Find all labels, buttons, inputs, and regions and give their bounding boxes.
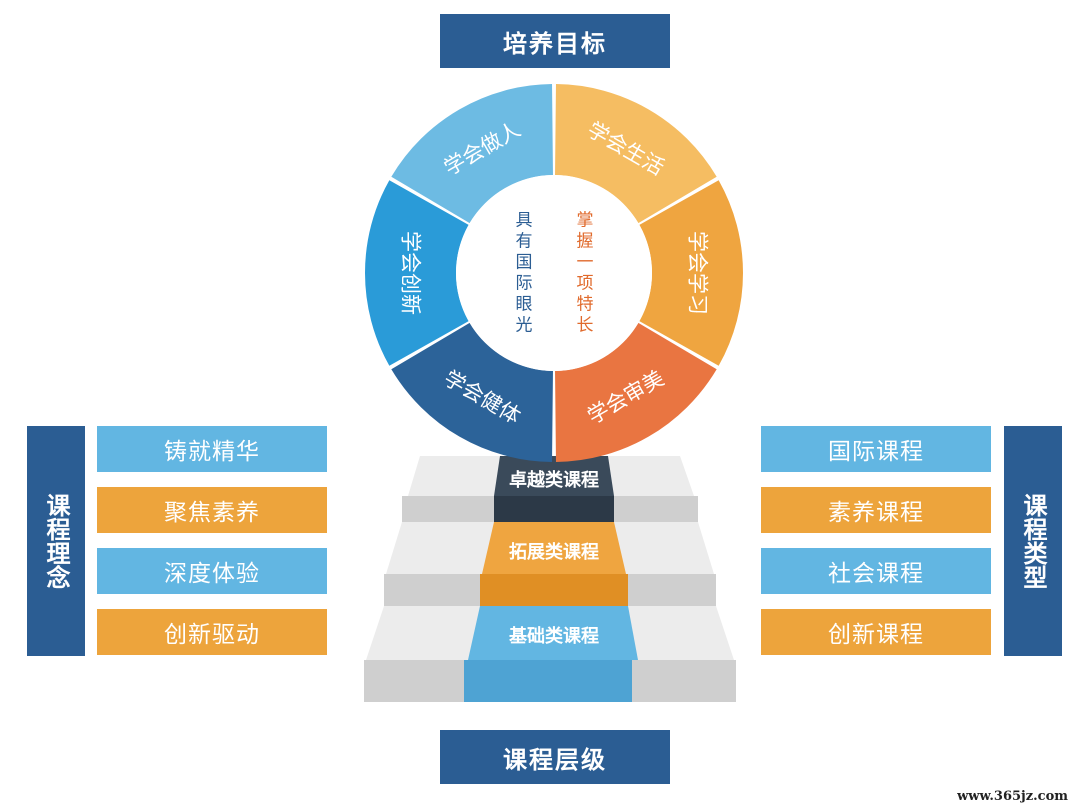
right-side-label: 课程类型 bbox=[1004, 426, 1062, 656]
stairs: 卓越类课程 拓展类课程 基础类课程 bbox=[364, 456, 736, 702]
center-char: 具 bbox=[516, 211, 533, 231]
wheel-segment bbox=[365, 180, 469, 366]
center-char: 一 bbox=[577, 253, 594, 273]
wheel-segment-label: 学会创新 bbox=[399, 231, 423, 315]
right-item-4: 创新课程 bbox=[761, 609, 991, 655]
wheel-segment bbox=[391, 84, 553, 224]
right-item-1: 国际课程 bbox=[761, 426, 991, 472]
stair-label-bottom: 基础类课程 bbox=[508, 625, 599, 647]
left-item-4: 创新驱动 bbox=[97, 609, 327, 655]
goal-wheel: 学会做人学会生活学会学习学会审美学会健体学会创新 bbox=[365, 84, 743, 462]
center-char: 项 bbox=[577, 274, 594, 294]
bottom-block-face bbox=[464, 660, 632, 702]
center-char: 眼 bbox=[516, 295, 533, 315]
bottom-title: 课程层级 bbox=[440, 730, 670, 784]
stair-label-top: 卓越类课程 bbox=[509, 469, 599, 491]
middle-block-surface bbox=[482, 522, 626, 574]
right-item-3: 社会课程 bbox=[761, 548, 991, 594]
top-block-surface bbox=[494, 456, 614, 496]
left-side-label: 课程理念 bbox=[27, 426, 85, 656]
center-char: 掌 bbox=[577, 211, 594, 231]
bottom-block-surface bbox=[468, 606, 638, 660]
top-title: 培养目标 bbox=[440, 14, 670, 68]
center-char: 有 bbox=[516, 232, 533, 252]
wheel-segment bbox=[555, 322, 717, 462]
wheel-center bbox=[456, 175, 652, 371]
wheel-segment-label: 学会学习 bbox=[686, 231, 710, 315]
center-char: 光 bbox=[516, 316, 533, 336]
wheel-segment bbox=[555, 84, 717, 224]
center-char: 国 bbox=[516, 253, 533, 273]
wheel-segment bbox=[639, 180, 743, 366]
top-block-face bbox=[494, 496, 614, 522]
watermark: www.365jz.com bbox=[957, 789, 1068, 804]
center-char: 际 bbox=[516, 274, 533, 294]
left-item-1: 铸就精华 bbox=[97, 426, 327, 472]
middle-block-face bbox=[480, 574, 628, 606]
stair-label-middle: 拓展类课程 bbox=[509, 541, 599, 563]
center-char: 长 bbox=[577, 316, 594, 336]
wheel-segment bbox=[391, 322, 553, 462]
center-char: 握 bbox=[577, 232, 594, 252]
center-char: 特 bbox=[577, 295, 594, 315]
right-item-2: 素养课程 bbox=[761, 487, 991, 533]
left-item-3: 深度体验 bbox=[97, 548, 327, 594]
left-item-2: 聚焦素养 bbox=[97, 487, 327, 533]
